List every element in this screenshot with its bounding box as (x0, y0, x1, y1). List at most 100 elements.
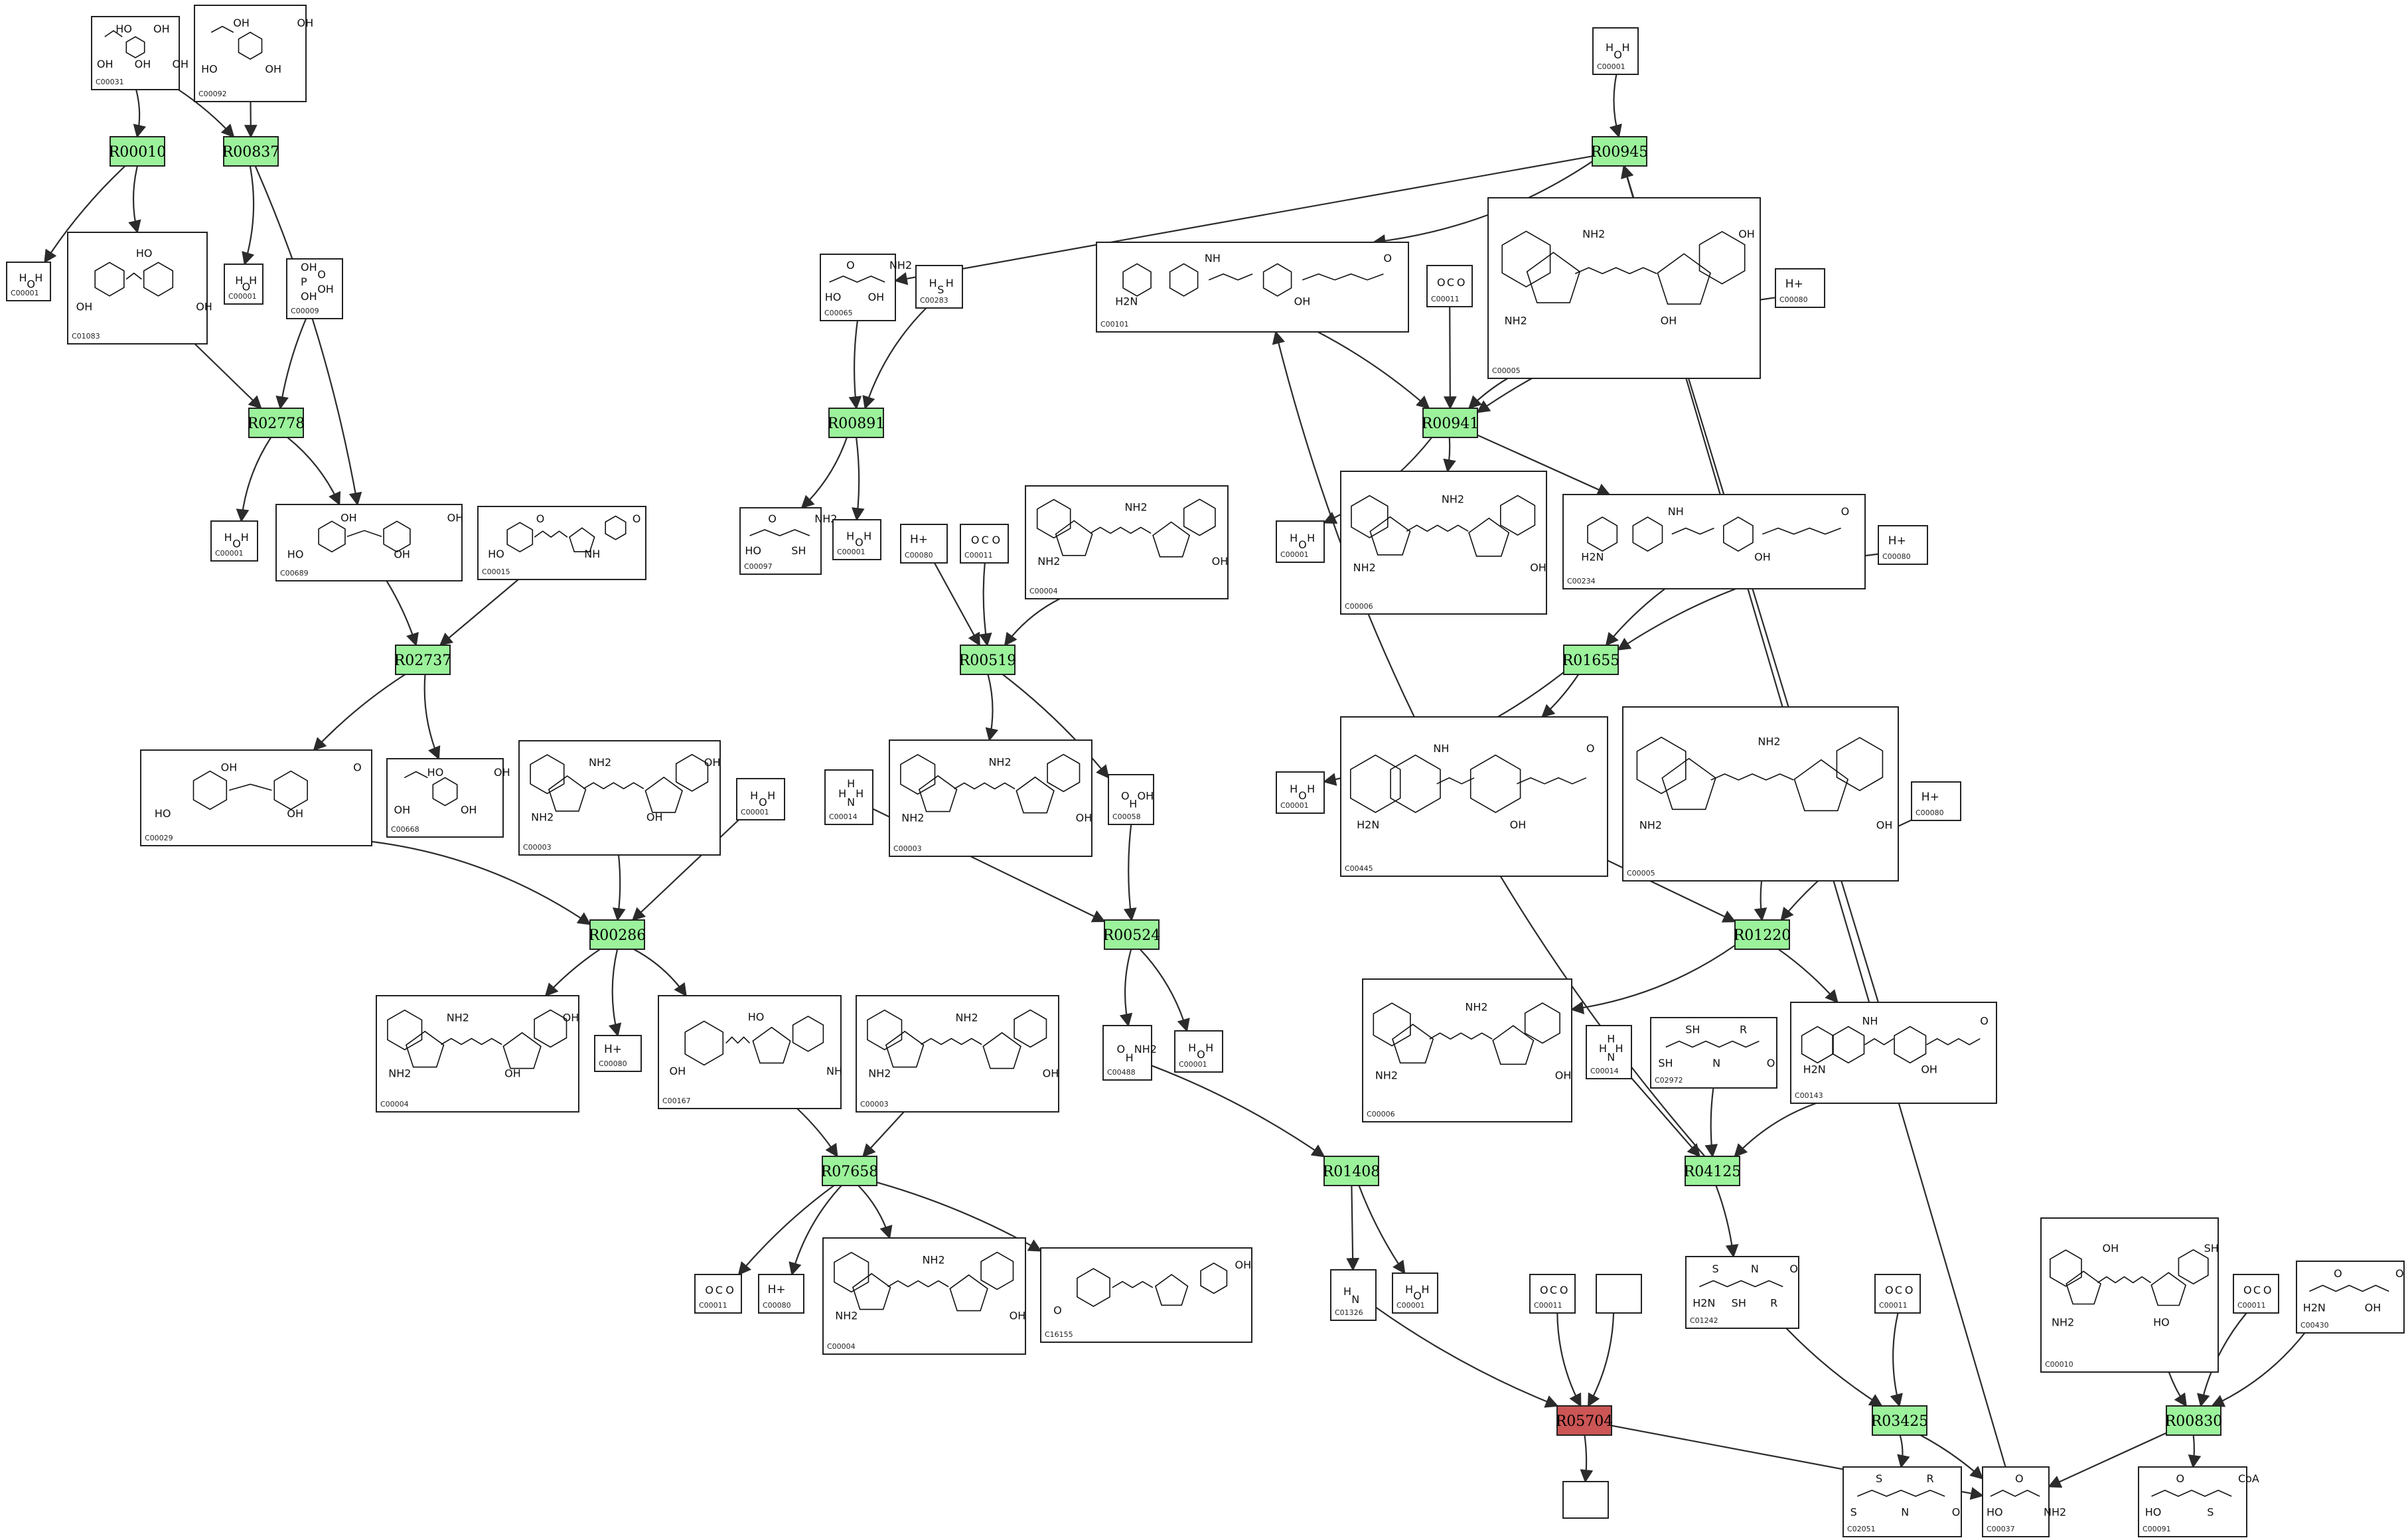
atom-label: O (1980, 1014, 1989, 1027)
reaction-node[interactable]: R01408 (1323, 1156, 1381, 1186)
reaction-node[interactable]: R01655 (1562, 645, 1620, 675)
reaction-node[interactable]: R00524 (1103, 919, 1161, 950)
compound-node[interactable]: H+C00080 (758, 1274, 804, 1314)
compound-box (1650, 1017, 1777, 1089)
edge-arrow (1919, 1434, 1984, 1480)
atom-label: NH (1433, 742, 1449, 755)
reaction-node[interactable]: R04125 (1684, 1156, 1742, 1186)
compound-node[interactable]: H+C00080 (1878, 525, 1928, 565)
compound-box (856, 995, 1059, 1113)
reaction-node[interactable]: R00837 (222, 136, 280, 167)
reaction-node[interactable]: R07658 (821, 1156, 879, 1186)
reaction-node[interactable]: R00830 (2165, 1405, 2223, 1436)
compound-node[interactable]: H+C00080 (900, 524, 948, 564)
reaction-node[interactable]: R00519 (959, 645, 1017, 675)
reaction-node[interactable]: R00941 (1422, 408, 1479, 438)
atom-label: HO (488, 548, 504, 560)
edge-arrow (1556, 1312, 1582, 1407)
atom-label: C (1550, 1284, 1557, 1296)
compound-id: C00488 (1107, 1068, 1136, 1077)
reaction-node[interactable]: R00286 (589, 919, 646, 950)
reaction-node[interactable]: R02737 (394, 645, 452, 675)
atom-label: O (1885, 1284, 1894, 1296)
compound-node[interactable]: H+C00080 (1911, 781, 1961, 821)
reaction-node[interactable]: R00891 (828, 408, 885, 438)
reaction-node[interactable]: R01220 (1734, 919, 1791, 950)
reaction-node[interactable]: R03425 (1871, 1405, 1929, 1436)
chain-bond (441, 1038, 502, 1045)
compound-id: C00080 (763, 1301, 791, 1310)
compound-box (1392, 1272, 1438, 1314)
atom-label: C (1895, 1284, 1902, 1296)
atom-label: H (224, 531, 232, 544)
reaction-node[interactable]: R00945 (1591, 136, 1649, 167)
compound-node[interactable]: H+C00080 (1775, 268, 1825, 308)
compound-id: C00001 (1280, 550, 1309, 559)
edge-arrow (1346, 1185, 1360, 1271)
atom-label: OH (135, 58, 151, 70)
compound-node[interactable] (1596, 1274, 1642, 1314)
reaction-node[interactable]: R05704 (1556, 1405, 1614, 1436)
reaction-node[interactable]: R00010 (109, 136, 167, 167)
compound-node[interactable]: H+C00080 (594, 1035, 642, 1072)
reaction-node[interactable]: R02778 (248, 408, 305, 438)
compound-node[interactable] (1562, 1481, 1609, 1519)
